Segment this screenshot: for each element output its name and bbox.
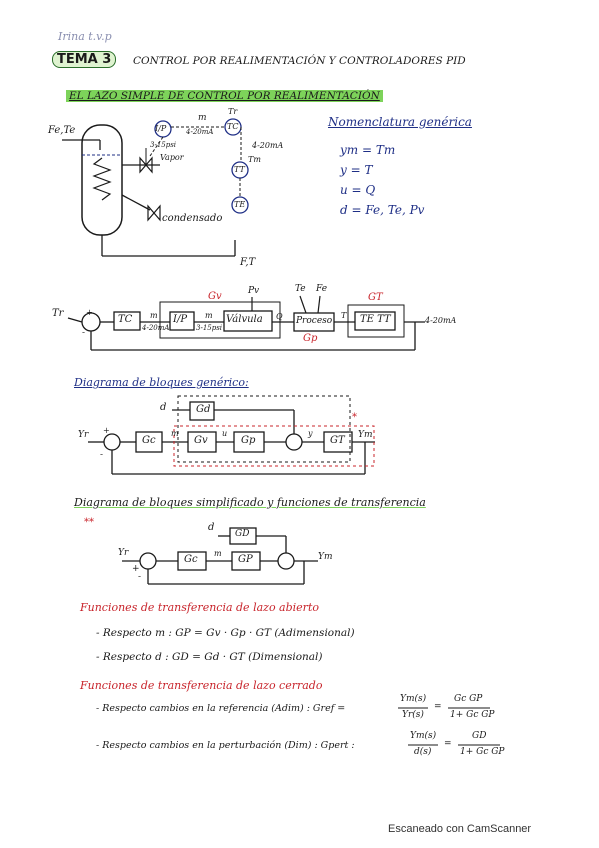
- gen-yr: Yr: [78, 430, 89, 440]
- simp-gc: Gc: [184, 554, 198, 565]
- chain-plus: +: [86, 308, 93, 317]
- tema-badge: TEMA 3: [52, 51, 117, 68]
- tr-label: Tr: [228, 107, 238, 116]
- gen-ym: Ym: [358, 430, 373, 440]
- chain-tc: TC: [118, 314, 133, 325]
- ref-frac1-den: Yr(s): [402, 710, 424, 720]
- control-valve: [139, 156, 153, 174]
- tc-label: TC: [227, 122, 239, 131]
- gen-u: u: [222, 429, 228, 438]
- pert-frac2-den: 1+ Gc GP: [460, 747, 505, 757]
- condensate-label: condensado: [162, 213, 223, 224]
- pert-frac2-num: GD: [472, 731, 487, 741]
- simp-gp: GP: [238, 554, 253, 565]
- chain-gv: Gv: [208, 291, 222, 302]
- gen-gc: Gc: [142, 435, 156, 446]
- chain-minus: -: [82, 328, 86, 338]
- inlet-label: Fe,Te: [48, 125, 76, 136]
- tm-label: Tm: [248, 155, 261, 164]
- chain-tr: Tr: [52, 308, 64, 319]
- chain-m1: m: [150, 311, 158, 320]
- simp-plus: +: [132, 564, 140, 574]
- ref-eq: =: [434, 702, 442, 712]
- pert-frac1-den: d(s): [414, 747, 432, 757]
- ref-frac2-num: Gc GP: [454, 694, 483, 704]
- nomenclature-line: y = T: [340, 163, 373, 177]
- simp-gd: GD: [235, 529, 250, 539]
- chain-gt: GT: [368, 292, 383, 303]
- heating-coil: [92, 157, 112, 201]
- chain-ma: 4-20mA: [142, 324, 170, 332]
- nomenclature-line: d = Fe, Te, Pv: [340, 203, 425, 217]
- simp-minus: -: [138, 572, 142, 582]
- simplified-heading: Diagrama de bloques simplificado y funci…: [74, 496, 426, 509]
- nomenclature-line: u = Q: [340, 183, 376, 197]
- page-title: CONTROL POR REALIMENTACIÓN Y CONTROLADOR…: [133, 55, 466, 67]
- gen-gp: Gp: [241, 435, 256, 446]
- psi-label: 3-15psi: [150, 141, 177, 149]
- ma-range-label: 4-20mA: [186, 128, 214, 136]
- generic-heading: Diagrama de bloques genérico:: [74, 376, 249, 389]
- chain-te: Te: [295, 284, 306, 294]
- gen-plus: +: [103, 426, 110, 435]
- tm-range-label: 4-20mA: [252, 141, 284, 150]
- outlet-label: F,T: [240, 257, 256, 268]
- chain-gp: Gp: [303, 333, 318, 344]
- gen-m: m: [171, 429, 179, 438]
- chain-psi: 3-15psi: [196, 324, 223, 332]
- chain-tett: TE TT: [360, 314, 391, 325]
- chain-out: 4-20mA: [425, 316, 457, 325]
- simp-star: **: [84, 517, 94, 528]
- section-title: EL LAZO SIMPLE DE CONTROL POR REALIMENTA…: [66, 90, 383, 102]
- gen-y: y: [308, 429, 313, 438]
- steam-label: Vapor: [160, 153, 184, 162]
- gen-gt: GT: [330, 435, 345, 446]
- pert-frac1-num: Ym(s): [410, 731, 437, 741]
- te-circle: [231, 196, 249, 214]
- nomenclature-line: ym = Tm: [340, 143, 396, 157]
- ref-frac2-den: 1+ Gc GP: [450, 710, 495, 720]
- pert-label: - Respecto cambios en la perturbación (D…: [96, 740, 355, 751]
- simp-m: m: [214, 549, 222, 558]
- m-label: m: [198, 113, 207, 123]
- chain-q: Q: [276, 312, 283, 321]
- chain-proceso: Proceso: [296, 316, 333, 326]
- tt-label: TT: [234, 165, 245, 174]
- gen-gd: Gd: [196, 404, 211, 415]
- nomenclature-heading: Nomenclatura genérica: [328, 115, 472, 129]
- chain-fe: Fe: [316, 284, 328, 294]
- open-loop-line: - Respecto m : GP = Gv · Gp · GT (Adimen…: [96, 627, 355, 639]
- tank: [81, 124, 123, 236]
- simp-yr: Yr: [118, 548, 129, 558]
- gen-minus: -: [100, 450, 104, 460]
- chain-t: T: [341, 311, 347, 320]
- chain-valve: Válvula: [226, 314, 263, 325]
- chain-iv: I/P: [173, 314, 188, 325]
- open-loop-line: - Respecto d : GD = Gd · GT (Dimensional…: [96, 651, 323, 663]
- te-label: TE: [234, 200, 246, 209]
- gen-gv: Gv: [194, 435, 208, 446]
- ref-frac1-num: Ym(s): [400, 694, 427, 704]
- simp-ym: Ym: [318, 552, 333, 562]
- chain-m2: m: [205, 311, 213, 320]
- footer-watermark: Escaneado con CamScanner: [388, 823, 532, 835]
- simp-d: d: [208, 522, 215, 533]
- closed-loop-heading: Funciones de transferencia de lazo cerra…: [80, 679, 323, 692]
- pert-eq: =: [444, 739, 452, 749]
- gen-star: *: [352, 412, 357, 423]
- chain-pv: Pv: [248, 286, 260, 296]
- gen-d: d: [160, 402, 167, 413]
- iv-label: I/P: [155, 124, 167, 133]
- ref-label: - Respecto cambios en la referencia (Adi…: [96, 703, 346, 714]
- open-loop-heading: Funciones de transferencia de lazo abier…: [80, 601, 319, 614]
- author-signature: Irina t.v.p: [58, 30, 112, 43]
